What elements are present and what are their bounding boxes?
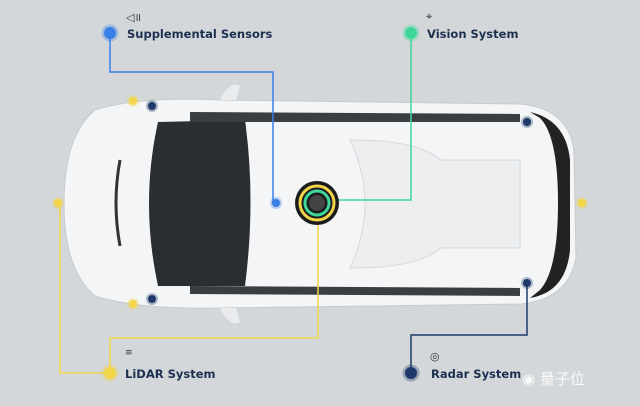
camera-icon: ⌖ bbox=[426, 10, 433, 23]
lidar-system-label: LiDAR System bbox=[125, 367, 216, 381]
watermark: ◉ 量子位 bbox=[522, 370, 585, 388]
supplemental-dot bbox=[101, 24, 119, 42]
lidar-line bbox=[59, 203, 110, 374]
lidar-dot bbox=[101, 364, 119, 382]
sensor-dots bbox=[52, 24, 588, 382]
speaker-icon: ◁॥ bbox=[126, 11, 142, 24]
radar-icon: ◎ bbox=[430, 350, 440, 363]
radar-line bbox=[410, 283, 528, 373]
vision-line bbox=[335, 33, 412, 201]
vision-system-label: Vision System bbox=[427, 27, 519, 41]
radar-dot bbox=[402, 364, 420, 382]
roof-lidar-sensor bbox=[295, 181, 339, 225]
supplemental-sensors-label: Supplemental Sensors bbox=[127, 27, 273, 41]
supplemental-line bbox=[109, 33, 274, 203]
lidar-icon: ≡ bbox=[125, 348, 133, 358]
radar-system-label: Radar System bbox=[431, 367, 522, 381]
lidar-line-center bbox=[109, 220, 319, 373]
wechat-icon: ◉ bbox=[522, 370, 540, 388]
vision-dot bbox=[402, 24, 420, 42]
